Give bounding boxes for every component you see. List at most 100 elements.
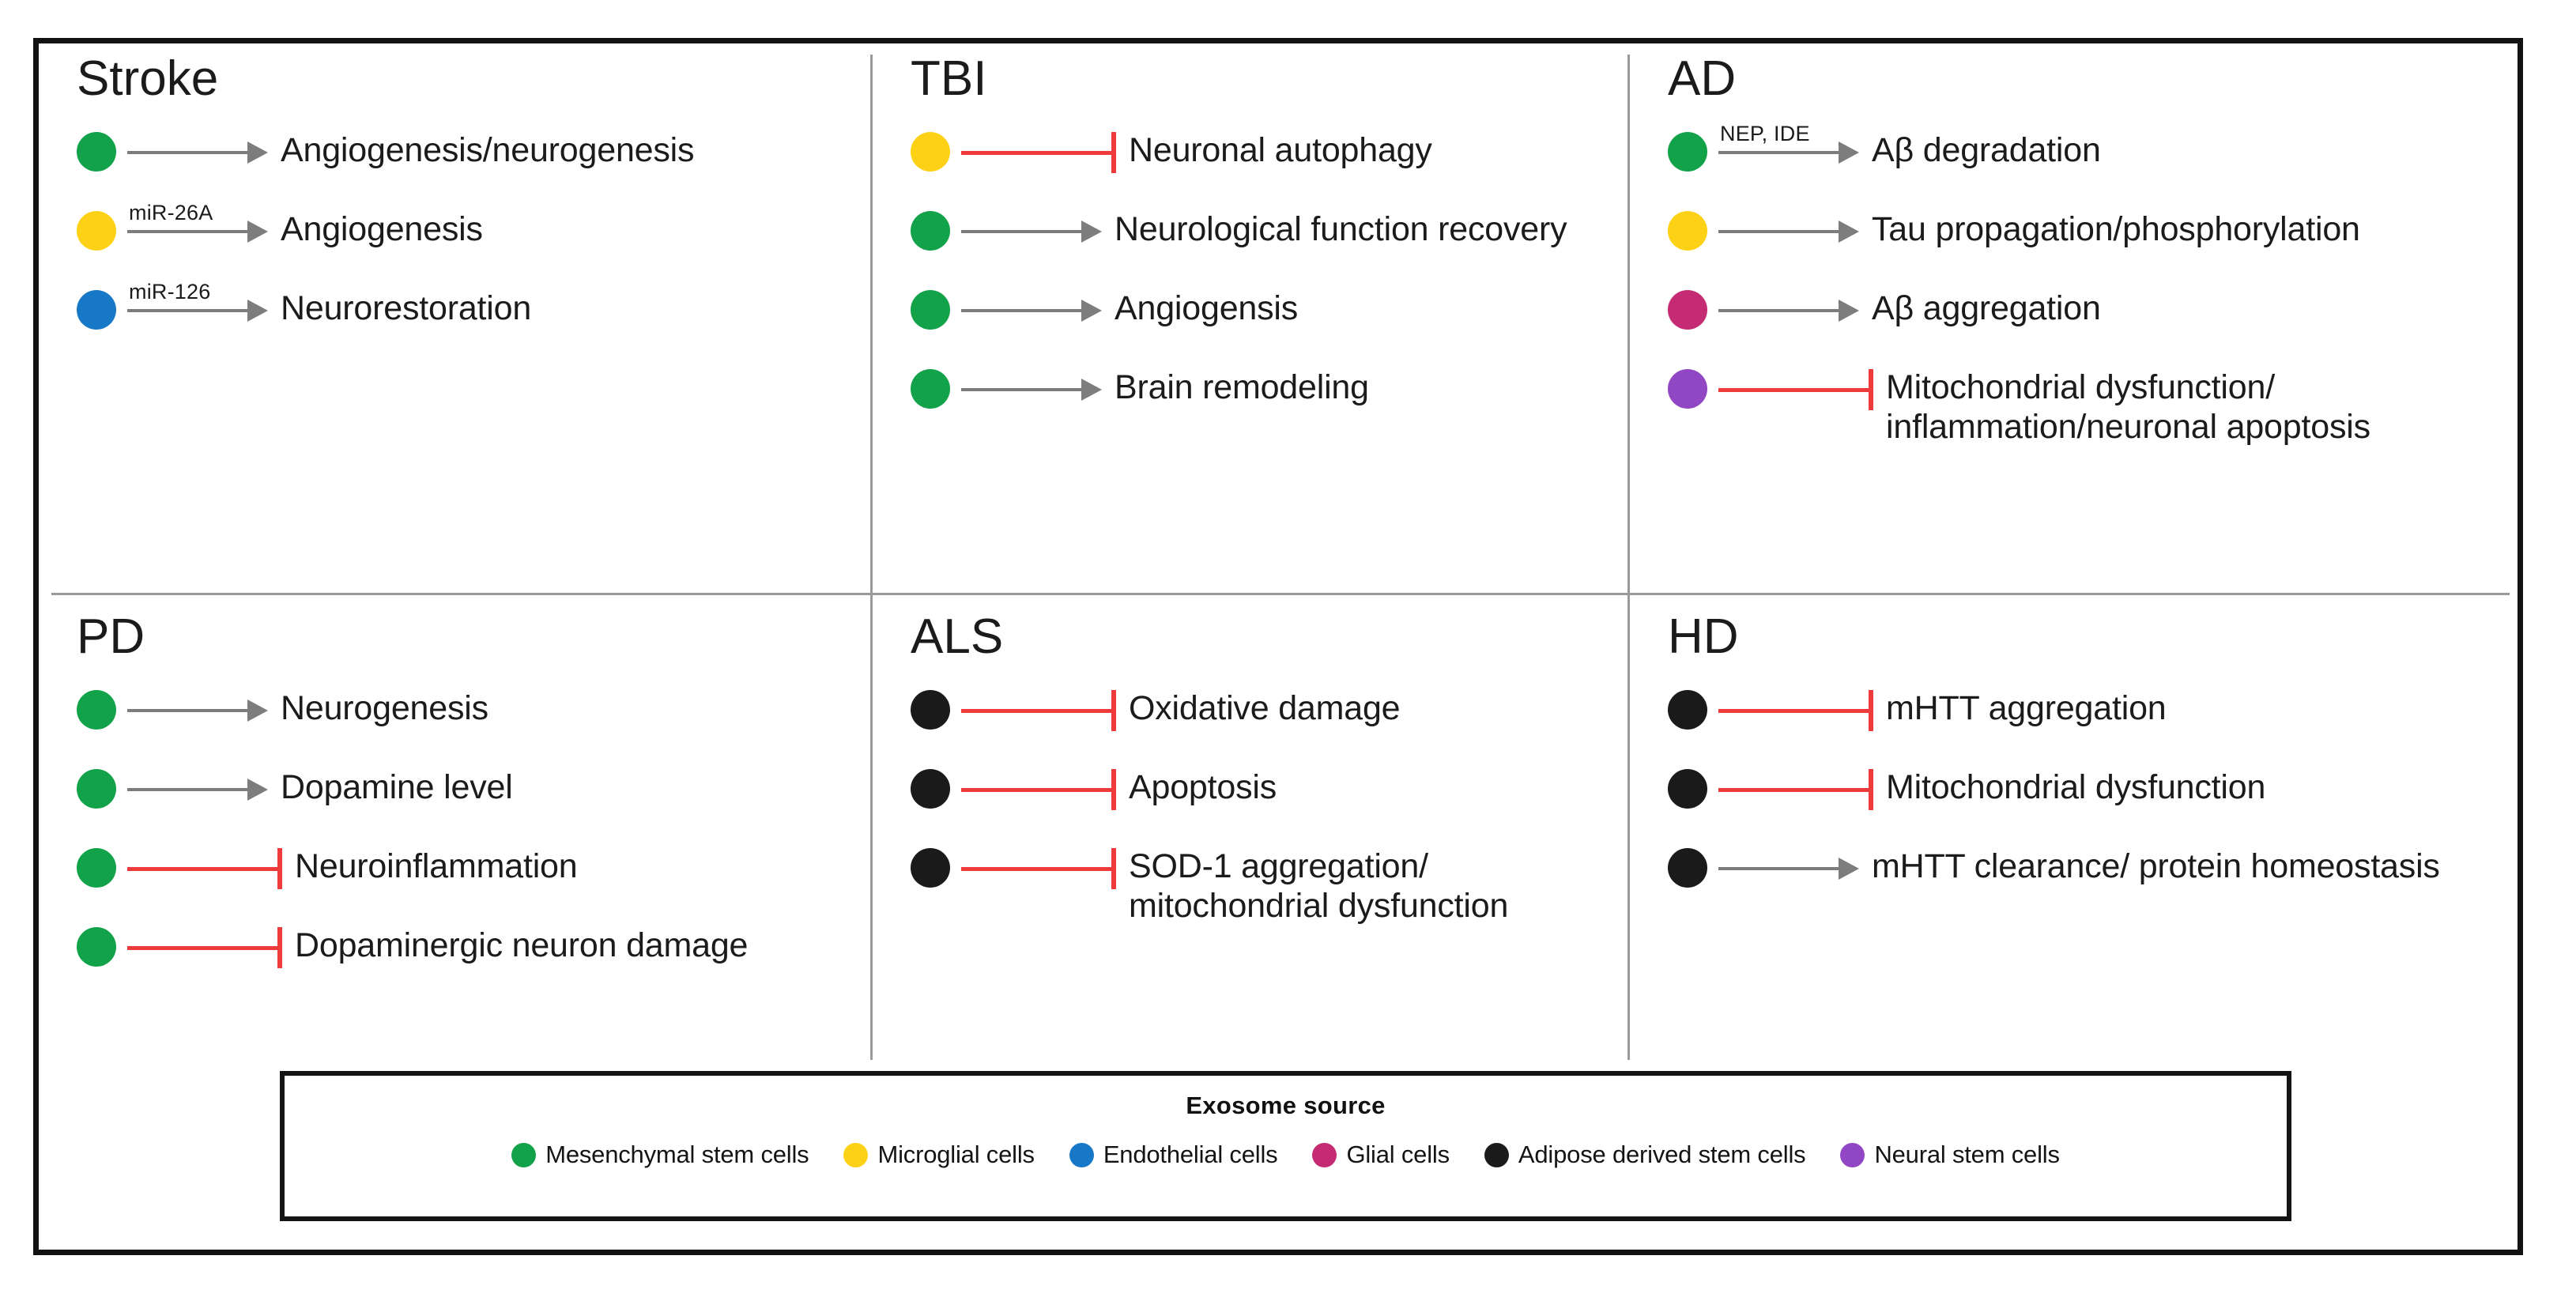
pathway-outcome-label: Angiogenesis: [281, 210, 483, 248]
pathway-row: Neuroinflammation: [77, 834, 870, 902]
arrow-head-icon: [1839, 858, 1859, 880]
legend-item-label: Mesenchymal stem cells: [545, 1141, 809, 1168]
arrow-head-icon: [1839, 221, 1859, 243]
inhibition-bar-cap-icon: [1111, 690, 1116, 731]
arrow-head-icon: [247, 221, 268, 243]
promotion-arrow-connector: miR-126: [127, 276, 268, 344]
exosome-source-dot-black: [911, 769, 950, 809]
exosome-source-dot-green: [77, 927, 116, 967]
pathway-row: Dopamine level: [77, 755, 870, 823]
inhibition-bar-cap-icon: [277, 848, 282, 889]
pathway-outcome-label: Mitochondrial dysfunction/ inflammation/…: [1886, 368, 2370, 446]
panel-title-ad: AD: [1668, 51, 1737, 106]
pathway-outcome-label: Neurological function recovery: [1115, 210, 1567, 248]
pathway-outcome-label: Dopaminergic neuron damage: [295, 926, 749, 964]
inhibition-bar-line: [1718, 788, 1869, 792]
inhibition-bar-cap-icon: [1111, 132, 1116, 173]
pathway-outcome-label: Dopamine level: [281, 768, 513, 806]
exosome-source-dot-black: [1668, 848, 1707, 888]
inhibition-connector: [1718, 676, 1873, 744]
pathway-row: Neuronal autophagy: [911, 118, 1627, 186]
panel-title-als: ALS: [911, 609, 1004, 664]
arrow-shaft: [1718, 309, 1842, 312]
promotion-arrow-connector: miR-26A: [127, 197, 268, 265]
inhibition-bar-line: [961, 867, 1111, 871]
arrow-head-icon: [247, 779, 268, 801]
inhibition-bar-cap-icon: [1111, 848, 1116, 889]
promotion-arrow-connector: [127, 755, 268, 823]
exosome-source-dot-green: [77, 769, 116, 809]
inhibition-bar-line: [127, 867, 277, 871]
exosome-source-dot-green: [911, 290, 950, 330]
pathway-row: SOD-1 aggregation/ mitochondrial dysfunc…: [911, 834, 1627, 926]
legend-swatch-green: [511, 1142, 537, 1167]
exosome-source-dot-yellow: [1668, 211, 1707, 251]
pathway-outcome-label: Oxidative damage: [1129, 689, 1401, 727]
connector-annotation-label: NEP, IDE: [1720, 122, 1810, 145]
connector-annotation-label: miR-126: [129, 280, 211, 304]
inhibition-connector: [961, 676, 1116, 744]
exosome-source-dot-yellow: [911, 132, 950, 172]
inhibition-connector: [961, 834, 1116, 902]
inhibition-connector: [1718, 355, 1873, 423]
arrow-head-icon: [247, 699, 268, 722]
pathway-row: Tau propagation/phosphorylation: [1668, 197, 2529, 265]
legend-item-label: Neural stem cells: [1874, 1141, 2060, 1168]
arrow-head-icon: [1839, 141, 1859, 164]
promotion-arrow-connector: [961, 355, 1102, 423]
legend-item-label: Glial cells: [1346, 1141, 1450, 1168]
legend-item: Glial cells: [1312, 1141, 1450, 1169]
arrow-shaft: [961, 309, 1084, 312]
promotion-arrow-connector: [1718, 197, 1859, 265]
panel-title-stroke: Stroke: [77, 51, 219, 106]
inhibition-bar-line: [127, 946, 277, 950]
exosome-source-dot-magenta: [1668, 290, 1707, 330]
exosome-source-dot-green: [911, 369, 950, 409]
pathway-row: Mitochondrial dysfunction/ inflammation/…: [1668, 355, 2529, 447]
inhibition-connector: [961, 118, 1116, 186]
pathway-row: Angiogenesis/neurogenesis: [77, 118, 870, 186]
pathway-outcome-label: Neuronal autophagy: [1129, 131, 1432, 169]
figure-frame: Stroke Angiogenesis/neurogenesis miR-26A A…: [33, 38, 2523, 1255]
promotion-arrow-connector: [961, 276, 1102, 344]
legend-swatch-purple: [1840, 1142, 1865, 1167]
pathway-outcome-label: Mitochondrial dysfunction: [1886, 768, 2266, 806]
inhibition-connector: [961, 755, 1116, 823]
inhibition-bar-cap-icon: [1111, 769, 1116, 810]
inhibition-bar-line: [961, 709, 1111, 713]
exosome-source-dot-green: [77, 848, 116, 888]
exosome-source-dot-yellow: [77, 211, 116, 251]
promotion-arrow-connector: [1718, 276, 1859, 344]
inhibition-connector: [1718, 755, 1873, 823]
legend-item: Adipose derived stem cells: [1484, 1141, 1806, 1169]
panel-title-tbi: TBI: [911, 51, 987, 106]
inhibition-bar-cap-icon: [1869, 369, 1873, 410]
exosome-source-dot-green: [1668, 132, 1707, 172]
pathway-row: Angiogensis: [911, 276, 1627, 344]
inhibition-bar-line: [1718, 388, 1869, 392]
arrow-shaft: [127, 230, 251, 233]
promotion-arrow-connector: [1718, 834, 1859, 902]
pathway-outcome-label: Apoptosis: [1129, 768, 1277, 806]
pathway-row: Neurogenesis: [77, 676, 870, 744]
arrow-shaft: [1718, 867, 1842, 870]
pathway-outcome-label: Neuroinflammation: [295, 847, 578, 885]
promotion-arrow-connector: [127, 676, 268, 744]
pathway-row: mHTT clearance/ protein homeostasis: [1668, 834, 2529, 902]
arrow-shaft: [961, 230, 1084, 233]
legend-swatch-blue: [1069, 1142, 1094, 1167]
panel-divider-vertical-left: [870, 55, 873, 1060]
inhibition-bar-line: [961, 788, 1111, 792]
panel-divider-vertical-right: [1627, 55, 1630, 1060]
panel-divider-horizontal: [51, 593, 2510, 595]
pathway-outcome-label: Tau propagation/phosphorylation: [1872, 210, 2360, 248]
